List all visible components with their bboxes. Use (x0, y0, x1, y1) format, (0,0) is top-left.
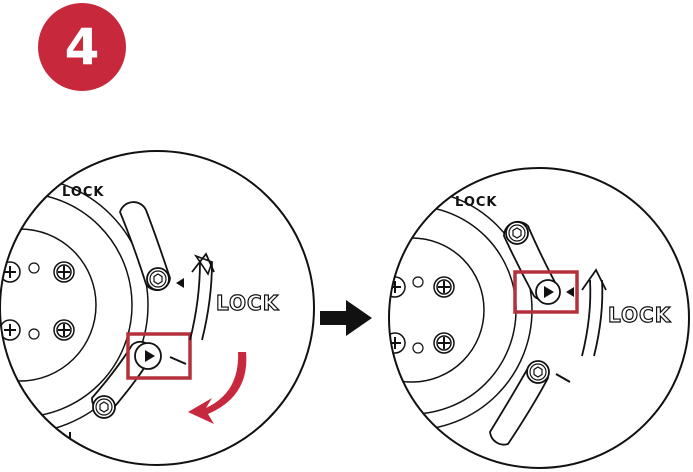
hub-screw (433, 276, 455, 298)
alignment-mark (566, 287, 574, 297)
hub-screw (389, 276, 406, 298)
top-lock-label: LOCK (62, 185, 105, 200)
hub-hole (28, 262, 40, 274)
alignment-mark (145, 350, 155, 362)
side-lock-label: LOCK (608, 303, 672, 327)
before-panel-content: LOCK LOCK (0, 176, 280, 444)
before-panel: LOCK LOCK (0, 150, 315, 466)
position-tick (555, 373, 571, 383)
alignment-mark (176, 278, 184, 288)
hex-screw (505, 221, 529, 245)
hex-screw (146, 267, 170, 291)
hub-screw (53, 261, 75, 283)
after-panel-content: LOCK LOCK (389, 189, 672, 446)
alignment-mark (544, 286, 554, 298)
after-panel: LOCK LOCK (388, 167, 690, 469)
hub-screw (53, 319, 75, 341)
screw-slot-highlight (513, 270, 579, 314)
hub-hole (412, 342, 424, 354)
after-panel-outline (388, 167, 690, 469)
hex-screw (92, 395, 116, 419)
hub-screw (0, 319, 21, 341)
curved-red-arrow (188, 352, 247, 424)
lock-direction-arrow (189, 261, 201, 341)
hub-hole (412, 276, 424, 288)
hub-hole (28, 328, 40, 340)
right-arrow-icon (320, 300, 372, 336)
top-lock-label: LOCK (455, 195, 498, 210)
before-panel-outline (0, 150, 315, 466)
screw-slot-highlight (126, 332, 192, 380)
position-tick (169, 356, 187, 365)
lock-direction-arrow (581, 279, 592, 357)
step-number: 4 (65, 18, 100, 76)
step-badge-circle (38, 3, 126, 91)
step-badge: 4 (38, 3, 126, 91)
hub-screw (433, 332, 455, 354)
side-lock-label: LOCK (216, 291, 280, 315)
hub-screw (389, 332, 406, 354)
hex-screw (526, 360, 550, 384)
